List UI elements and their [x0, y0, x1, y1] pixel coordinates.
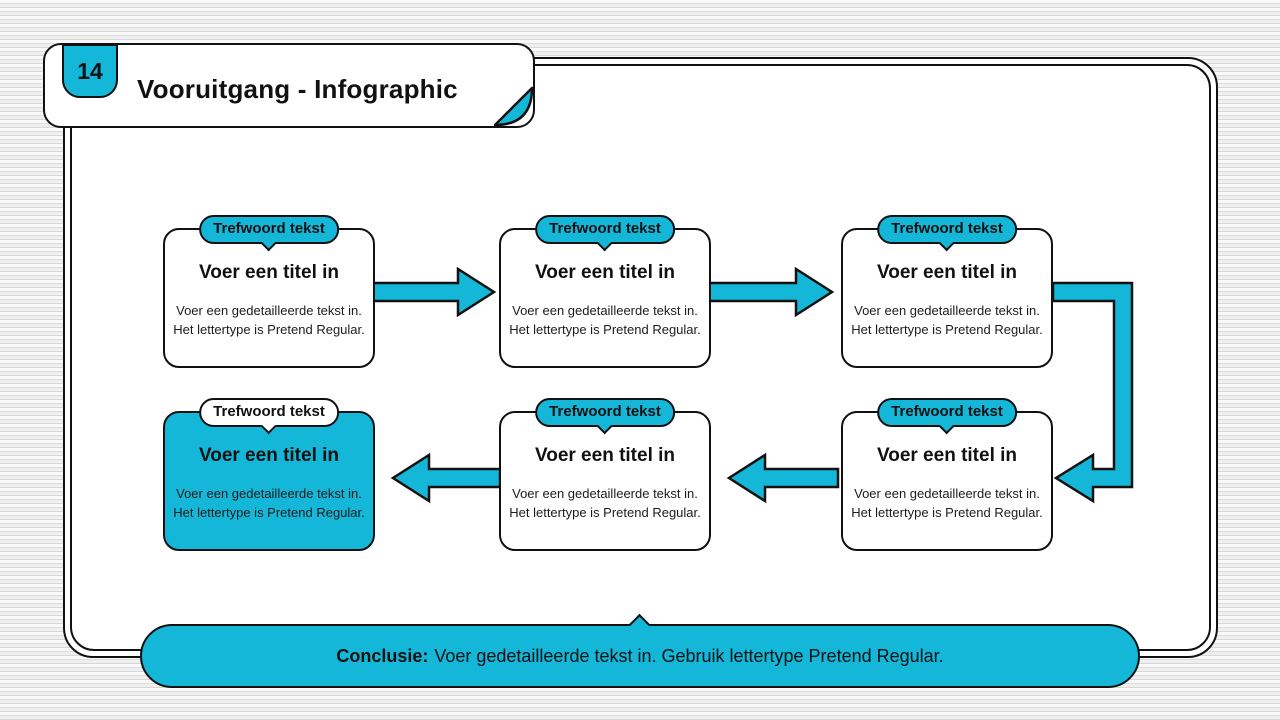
pill-tail — [596, 418, 613, 435]
pill-tail — [938, 235, 955, 252]
keyword-pill: Trefwoord tekst — [199, 215, 339, 252]
flow-box-1: Trefwoord tekst Voer een titel in Voer e… — [163, 215, 375, 368]
keyword-pill: Trefwoord tekst — [535, 398, 675, 435]
box-detail-line1: Voer een gedetailleerde tekst in. — [512, 303, 698, 318]
box-title: Voer een titel in — [534, 445, 676, 466]
box-detail: Voer een gedetailleerde tekst in. Het le… — [501, 301, 709, 339]
page-number-badge: 14 — [62, 44, 118, 98]
box-title: Voer een titel in — [198, 445, 340, 466]
keyword-label: Trefwoord tekst — [549, 403, 661, 420]
box-detail-line1: Voer een gedetailleerde tekst in. — [854, 486, 1040, 501]
keyword-label: Trefwoord tekst — [213, 403, 325, 420]
flow-box-3: Trefwoord tekst Voer een titel in Voer e… — [841, 215, 1053, 368]
box-detail-line1: Voer een gedetailleerde tekst in. — [176, 303, 362, 318]
box-detail-line1: Voer een gedetailleerde tekst in. — [176, 486, 362, 501]
box-detail-line2: Het lettertype is Pretend Regular. — [851, 322, 1043, 337]
keyword-pill: Trefwoord tekst — [877, 398, 1017, 435]
conclusion-text: Voer gedetailleerde tekst in. Gebruik le… — [434, 645, 944, 666]
flow-box-6: Trefwoord tekst Voer een titel in Voer e… — [841, 398, 1053, 551]
keyword-label: Trefwoord tekst — [549, 220, 661, 237]
box-detail-line2: Het lettertype is Pretend Regular. — [851, 505, 1043, 520]
box-title: Voer een titel in — [876, 262, 1018, 283]
keyword-label: Trefwoord tekst — [891, 220, 1003, 237]
box-detail: Voer een gedetailleerde tekst in. Het le… — [165, 484, 373, 522]
pill-tail — [260, 235, 277, 252]
conclusion-bar: Conclusie: Voer gedetailleerde tekst in.… — [140, 613, 1140, 688]
header-tab: 14 Vooruitgang - Infographic — [43, 43, 535, 128]
box-title: Voer een titel in — [198, 262, 340, 283]
flow-box-2: Trefwoord tekst Voer een titel in Voer e… — [499, 215, 711, 368]
box-detail-line2: Het lettertype is Pretend Regular. — [509, 505, 701, 520]
keyword-pill: Trefwoord tekst — [535, 215, 675, 252]
box-title: Voer een titel in — [534, 262, 676, 283]
box-detail-line1: Voer een gedetailleerde tekst in. — [854, 303, 1040, 318]
conclusion-label: Conclusie: — [336, 645, 429, 666]
flow-box-5: Trefwoord tekst Voer een titel in Voer e… — [499, 398, 711, 551]
pill-tail — [938, 418, 955, 435]
keyword-label: Trefwoord tekst — [891, 403, 1003, 420]
box-detail-line2: Het lettertype is Pretend Regular. — [509, 322, 701, 337]
box-detail-line2: Het lettertype is Pretend Regular. — [173, 505, 365, 520]
box-detail: Voer een gedetailleerde tekst in. Het le… — [843, 484, 1051, 522]
keyword-label: Trefwoord tekst — [213, 220, 325, 237]
keyword-pill: Trefwoord tekst — [877, 215, 1017, 252]
box-title: Voer een titel in — [876, 445, 1018, 466]
box-detail: Voer een gedetailleerde tekst in. Het le… — [501, 484, 709, 522]
slide-title: Vooruitgang - Infographic — [137, 74, 458, 104]
box-detail-line1: Voer een gedetailleerde tekst in. — [512, 486, 698, 501]
pill-tail — [596, 235, 613, 252]
keyword-pill: Trefwoord tekst — [199, 398, 339, 435]
flow-box-4-highlighted: Trefwoord tekst Voer een titel in Voer e… — [163, 398, 375, 551]
box-detail-line2: Het lettertype is Pretend Regular. — [173, 322, 365, 337]
box-detail: Voer een gedetailleerde tekst in. Het le… — [165, 301, 373, 339]
pill-tail — [260, 418, 277, 435]
page-number: 14 — [77, 57, 103, 84]
box-detail: Voer een gedetailleerde tekst in. Het le… — [843, 301, 1051, 339]
folded-corner-icon — [493, 86, 534, 127]
